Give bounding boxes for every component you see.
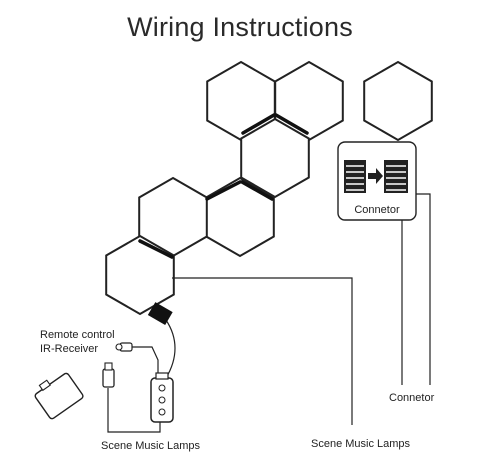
connector-plug-right-stripes xyxy=(386,165,406,191)
connector-right-label: Connetor xyxy=(389,392,435,404)
remote-control xyxy=(34,372,84,420)
usb-plug xyxy=(102,362,115,388)
wire-usb xyxy=(107,388,161,433)
joint-b xyxy=(274,113,309,135)
wires xyxy=(107,193,431,433)
scene-lamps-right-label: Scene Music Lamps xyxy=(311,438,411,450)
arrow-right-icon xyxy=(368,168,383,184)
joint-a xyxy=(241,113,276,135)
joint-d xyxy=(205,180,242,201)
hex-panel-middle xyxy=(240,117,310,199)
connector-plug-left xyxy=(344,160,366,193)
connector-box-label: Connetor xyxy=(354,204,400,216)
connector-plug-right xyxy=(384,160,408,193)
diagram-title: Wiring Instructions xyxy=(127,12,353,42)
panel-joints xyxy=(138,113,309,259)
wire-ir-receiver xyxy=(130,346,159,378)
wire-to-scene-lamps-right xyxy=(172,277,353,425)
connector-callout: Connetor xyxy=(337,141,417,221)
inline-controller xyxy=(150,372,174,423)
scene-lamps-left-label: Scene Music Lamps xyxy=(101,440,201,452)
joint-e xyxy=(138,239,174,259)
remote-control-label: Remote control xyxy=(40,329,115,341)
hex-panel-bottom xyxy=(105,234,175,316)
wire-connector-side xyxy=(416,193,431,385)
power-plug xyxy=(147,302,173,326)
wire-plug-to-controller xyxy=(165,319,176,379)
ir-receiver-label: IR-Receiver xyxy=(40,343,98,355)
joint-c xyxy=(240,180,274,201)
hex-panel-standalone xyxy=(363,60,433,142)
ir-receiver xyxy=(115,342,133,352)
connector-plug-left-stripes xyxy=(346,165,364,191)
controller-buttons-icon xyxy=(158,384,166,416)
